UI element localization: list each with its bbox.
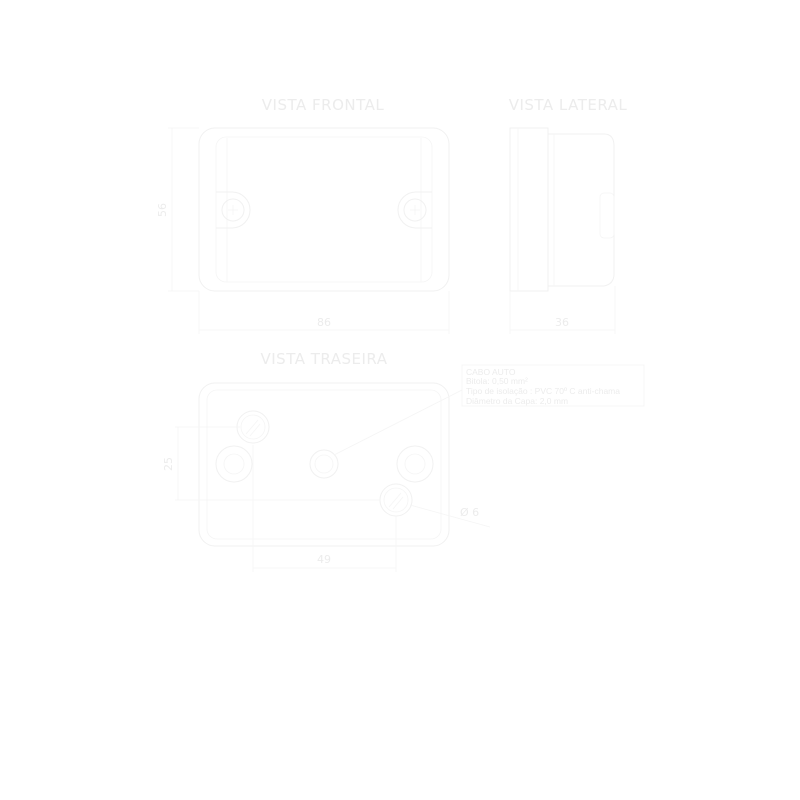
side-base [509,127,549,292]
post-right-icon [396,445,434,483]
cable-note-line3: Tipo de isolação : PVC 70º C anti-chama [466,386,620,396]
cable-note-line2: Bitola: 0,50 mm² [466,376,528,386]
back-outline [198,382,450,547]
cable-note-box [461,364,645,407]
hole-diameter-dimension: Ø 6 [460,506,479,519]
post-left-icon [215,445,253,483]
front-view: VISTA FRONTAL 56 86 [156,96,450,334]
cable-note-line1: CABO AUTO [466,367,516,377]
back-view: VISTA TRASEIRA 25 49 Ø 6 [162,350,491,572]
side-cover [548,133,615,287]
hole-top-left-icon [236,410,270,444]
front-height-dimension: 56 [156,203,169,217]
back-vertical-dimension: 25 [162,457,175,471]
cable-note-line4: Diâmetro da Capa: 2,0 mm [466,396,568,406]
side-view-title: VISTA LATERAL [509,96,628,114]
front-inner [215,136,433,283]
front-outline [198,127,450,292]
front-width-dimension: 86 [317,316,331,329]
hole-bottom-right-icon [379,483,413,517]
side-depth-dimension: 36 [555,316,569,329]
cable-note: CABO AUTO Bitola: 0,50 mm² Tipo de isola… [461,364,645,407]
screw-left-icon [216,191,251,229]
back-view-title: VISTA TRASEIRA [261,350,388,368]
side-view: VISTA LATERAL 36 [509,96,628,334]
cable-exit-icon [309,449,339,479]
front-view-title: VISTA FRONTAL [262,96,385,114]
back-horizontal-dimension: 49 [317,553,331,566]
screw-right-icon [397,191,432,229]
